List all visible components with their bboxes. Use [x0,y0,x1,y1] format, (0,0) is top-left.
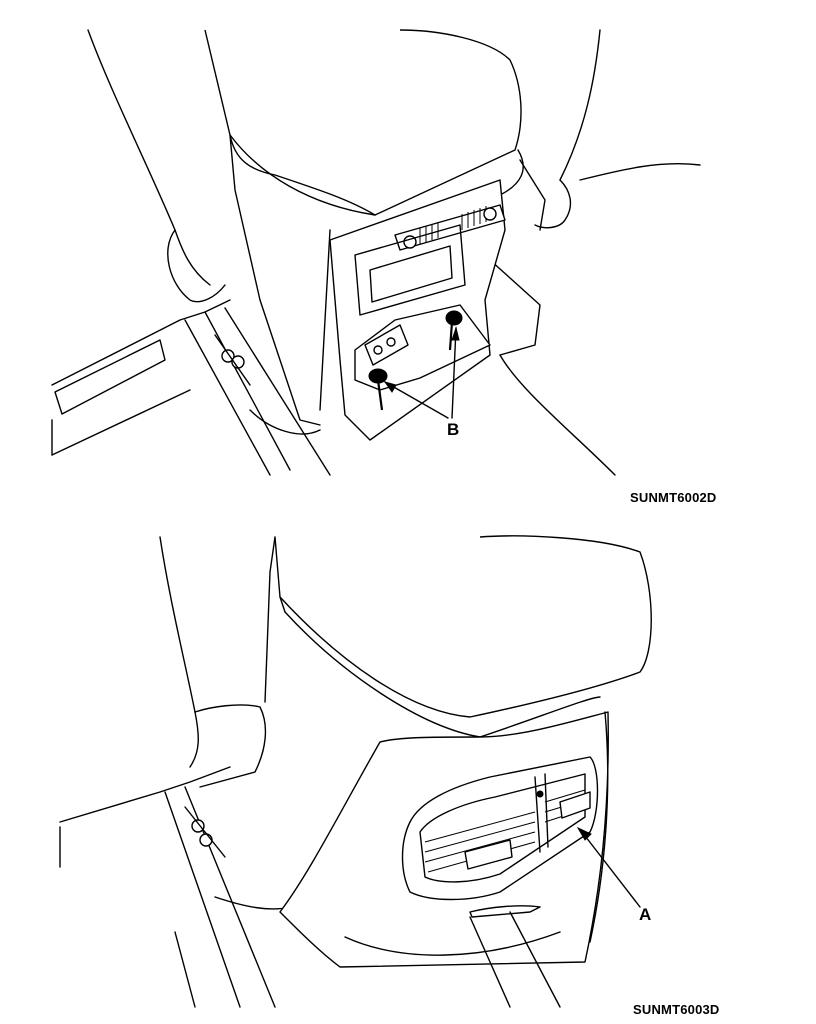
figure-console-screws: B SUNMT6002D [51,29,717,505]
console-armrest [204,29,522,216]
console-armrest [274,535,652,718]
left-seat [159,536,199,768]
callout-label-a: A [639,905,652,924]
callout-b-leader [384,381,449,419]
figure-rear-vent: A SUNMT6003D [0,512,816,1024]
rear-vent-drawing [59,535,652,1008]
seat-latch-icon [184,806,226,858]
screw-icon [368,368,388,411]
console-side [229,134,321,426]
floor-sill [59,766,231,823]
rear-air-vent [401,756,599,901]
screw-icon [445,310,463,351]
callout-a-leader [581,831,641,908]
floor-sill [51,299,231,386]
connector-icon [364,324,409,366]
left-seat [87,29,211,286]
figure-code: SUNMT6002D [630,490,717,505]
figure-code: SUNMT6003D [633,1002,720,1017]
right-seat [559,29,601,181]
seat-latch-icon [214,334,251,386]
console-screws-drawing [51,29,701,476]
callout-label-b: B [447,420,460,439]
